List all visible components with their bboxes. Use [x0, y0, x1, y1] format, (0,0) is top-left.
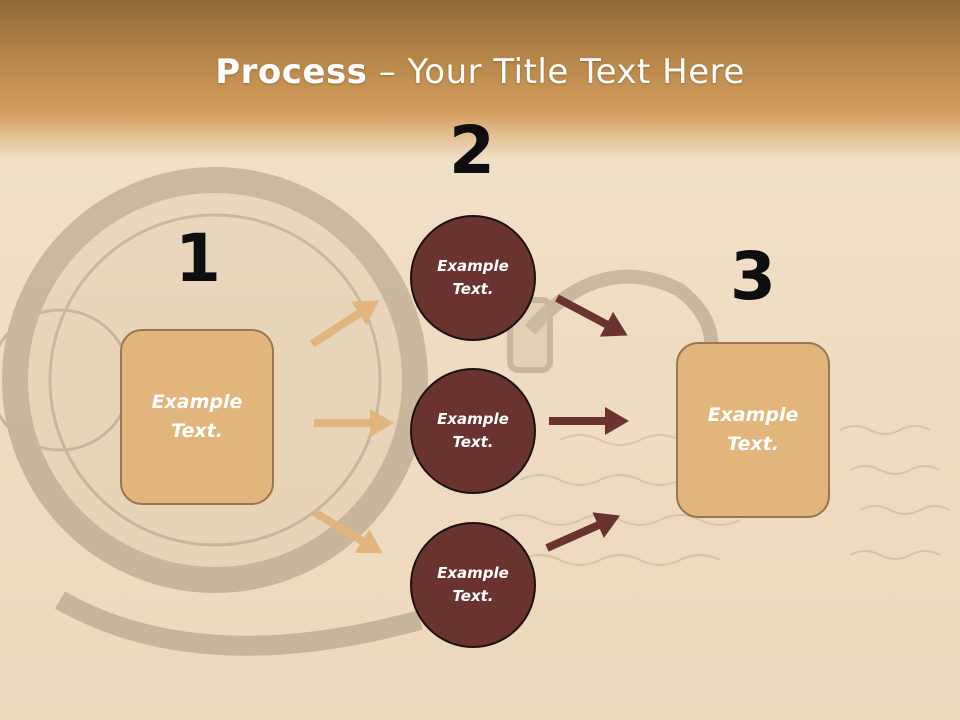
step-1-label: Example Text. — [151, 391, 243, 442]
step-2-circle-bottom: Example Text. — [410, 522, 536, 648]
arrow-right-icon — [314, 409, 394, 437]
slide-title: Process – Your Title Text Here — [0, 52, 960, 92]
title-bold: Process — [215, 52, 368, 92]
step-3-label: Example Text. — [707, 404, 799, 455]
step-2-circle-middle: Example Text. — [410, 368, 536, 494]
title-rest: – Your Title Text Here — [367, 52, 745, 92]
step-number-1: 1 — [175, 220, 221, 297]
circle-label: Example Text. — [437, 257, 509, 298]
step-number-3: 3 — [730, 238, 776, 315]
arrow-right-icon — [550, 285, 635, 348]
circle-label: Example Text. — [437, 410, 509, 451]
step-2-circle-top: Example Text. — [410, 215, 536, 341]
arrow-right-icon — [304, 288, 387, 356]
arrow-right-icon — [541, 502, 626, 561]
step-number-2: 2 — [449, 112, 495, 189]
step-3-box: Example Text. — [676, 342, 830, 518]
step-1-box: Example Text. — [120, 329, 274, 505]
circle-label: Example Text. — [437, 564, 509, 605]
title-band — [0, 0, 960, 160]
arrow-right-icon — [306, 499, 390, 566]
arrow-right-icon — [549, 407, 629, 435]
